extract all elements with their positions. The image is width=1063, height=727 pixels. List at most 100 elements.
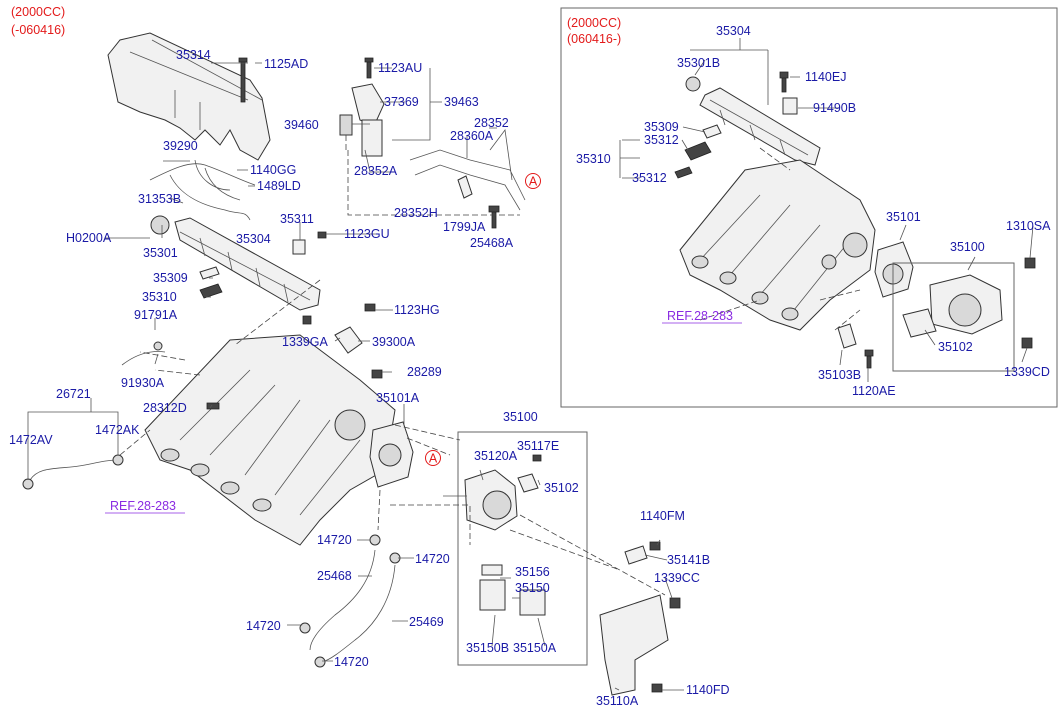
inset-label-35312-a[interactable]: 35312: [644, 133, 679, 147]
inset-label-1140ej[interactable]: 1140EJ: [805, 70, 846, 84]
ref-link-inset[interactable]: REF.28-283: [667, 309, 733, 323]
label-1140fd[interactable]: 1140FD: [686, 683, 730, 697]
inset-bolt-1120ae-shape: [864, 349, 874, 369]
note-left-top-line2: (-060416): [11, 23, 65, 37]
inset-label-35304[interactable]: 35304: [716, 24, 751, 38]
label-39463[interactable]: 39463: [444, 95, 479, 109]
label-1140gg[interactable]: 1140GG: [250, 163, 296, 177]
label-35150[interactable]: 35150: [515, 581, 550, 595]
inset-label-1339cd[interactable]: 1339CD: [1004, 365, 1050, 379]
label-28352[interactable]: 28352: [474, 116, 509, 130]
inset-label-35309[interactable]: 35309: [644, 120, 679, 134]
inset-nut-1310sa-shape: [1024, 257, 1036, 269]
marker-a-top: A: [525, 173, 541, 189]
label-35304[interactable]: 35304: [236, 232, 271, 246]
main-assembly-drawing: [22, 32, 684, 696]
label-91930a[interactable]: 91930A: [121, 376, 165, 390]
label-28360a[interactable]: 28360A: [450, 129, 494, 143]
isa-35150a-shape: [519, 589, 546, 616]
inset-clip-shape: [702, 124, 722, 139]
label-35310[interactable]: 35310: [142, 290, 177, 304]
inset-label-35100[interactable]: 35100: [950, 240, 985, 254]
label-35101a[interactable]: 35101A: [376, 391, 420, 405]
label-35150a[interactable]: 35150A: [513, 641, 557, 655]
inset-label-35102[interactable]: 35102: [938, 340, 973, 354]
label-1125ad[interactable]: 1125AD: [264, 57, 308, 71]
bolt-1123au-shape: [364, 57, 374, 79]
marker-a-bottom-label: A: [429, 452, 438, 466]
label-35150b[interactable]: 35150B: [466, 641, 509, 655]
label-1799ja[interactable]: 1799JA: [443, 220, 486, 234]
inset-bolt-1140ej-shape: [779, 71, 789, 93]
inset-fuel-rail-shape: [699, 87, 821, 166]
label-35141b[interactable]: 35141B: [667, 553, 710, 567]
label-25468a[interactable]: 25468A: [470, 236, 514, 250]
label-25469[interactable]: 25469: [409, 615, 444, 629]
inset-label-1120ae[interactable]: 1120AE: [852, 384, 896, 398]
label-35314[interactable]: 35314: [176, 48, 211, 62]
label-25468[interactable]: 25468: [317, 569, 352, 583]
bolt-1125ad-shape: [238, 57, 248, 103]
hose-26721-shape: [29, 459, 119, 481]
inset-label-91490b[interactable]: 91490B: [813, 101, 856, 115]
ref-link-left[interactable]: REF.28-283: [110, 499, 176, 513]
inset-label-35101[interactable]: 35101: [886, 210, 921, 224]
label-1339ga[interactable]: 1339GA: [282, 335, 329, 349]
inset-label-35312-b[interactable]: 35312: [632, 171, 667, 185]
label-1123gu[interactable]: 1123GU: [344, 227, 390, 241]
inset-assembly-drawing: [619, 38, 1036, 382]
label-35110a[interactable]: 35110A: [596, 694, 639, 708]
inset-label-35310[interactable]: 35310: [576, 152, 611, 166]
label-28352a[interactable]: 28352A: [354, 164, 398, 178]
label-14720-a[interactable]: 14720: [317, 533, 352, 547]
note-inset-line1: (2000CC): [567, 16, 621, 30]
label-28289[interactable]: 28289: [407, 365, 442, 379]
pressure-regulator-shape: [150, 215, 170, 235]
label-28312d[interactable]: 28312D: [143, 401, 187, 415]
clip-1799ja-shape: [457, 175, 473, 199]
label-1472av[interactable]: 1472AV: [9, 433, 53, 447]
label-1472ak[interactable]: 1472AK: [95, 423, 140, 437]
inset-throttle-frame: [892, 262, 1015, 372]
inset-label-1310sa[interactable]: 1310SA: [1006, 219, 1051, 233]
bolt-1339ga-shape: [302, 315, 312, 325]
inset-label-35301b[interactable]: 35301B: [677, 56, 720, 70]
label-26721[interactable]: 26721: [56, 387, 91, 401]
inset-regulator-shape: [685, 76, 701, 92]
bracket-35311-shape: [292, 239, 306, 255]
label-31353b[interactable]: 31353B: [138, 192, 181, 206]
label-h0200a[interactable]: H0200A: [66, 231, 112, 245]
label-35301[interactable]: 35301: [143, 246, 178, 260]
label-35102[interactable]: 35102: [544, 481, 579, 495]
inset-label-35103b[interactable]: 35103B: [818, 368, 861, 382]
label-37369[interactable]: 37369: [384, 95, 419, 109]
label-35117e[interactable]: 35117E: [517, 439, 559, 453]
label-35156[interactable]: 35156: [515, 565, 550, 579]
label-1123au[interactable]: 1123AU: [378, 61, 422, 75]
inset-nut-1339cd-shape: [1021, 337, 1033, 349]
label-39290[interactable]: 39290: [163, 139, 198, 153]
label-1489ld[interactable]: 1489LD: [257, 179, 301, 193]
label-91791a[interactable]: 91791A: [134, 308, 178, 322]
main-part-labels: 35314 1125AD 1123AU 37369 39463 39460 28…: [9, 48, 730, 708]
label-35100[interactable]: 35100: [503, 410, 538, 424]
label-1140fm[interactable]: 1140FM: [640, 509, 685, 523]
label-35309[interactable]: 35309: [153, 271, 188, 285]
label-14720-c[interactable]: 14720: [246, 619, 281, 633]
label-1123hg[interactable]: 1123HG: [394, 303, 440, 317]
label-1339cc[interactable]: 1339CC: [654, 571, 700, 585]
label-35311[interactable]: 35311: [280, 212, 314, 226]
injector-35310-shape: [199, 283, 223, 299]
label-14720-b[interactable]: 14720: [415, 552, 450, 566]
inset-tps-shape: [902, 308, 937, 338]
label-14720-d[interactable]: 14720: [334, 655, 369, 669]
engine-cover-shape: [107, 32, 271, 161]
label-35120a[interactable]: 35120A: [474, 449, 518, 463]
harness-39290-shape: [149, 159, 256, 221]
harness-91930a-shape: [121, 351, 166, 366]
label-28352h[interactable]: 28352H: [394, 206, 438, 220]
label-39460[interactable]: 39460: [284, 118, 319, 132]
label-39300a[interactable]: 39300A: [372, 335, 416, 349]
clamp-35309-shape: [199, 266, 220, 280]
